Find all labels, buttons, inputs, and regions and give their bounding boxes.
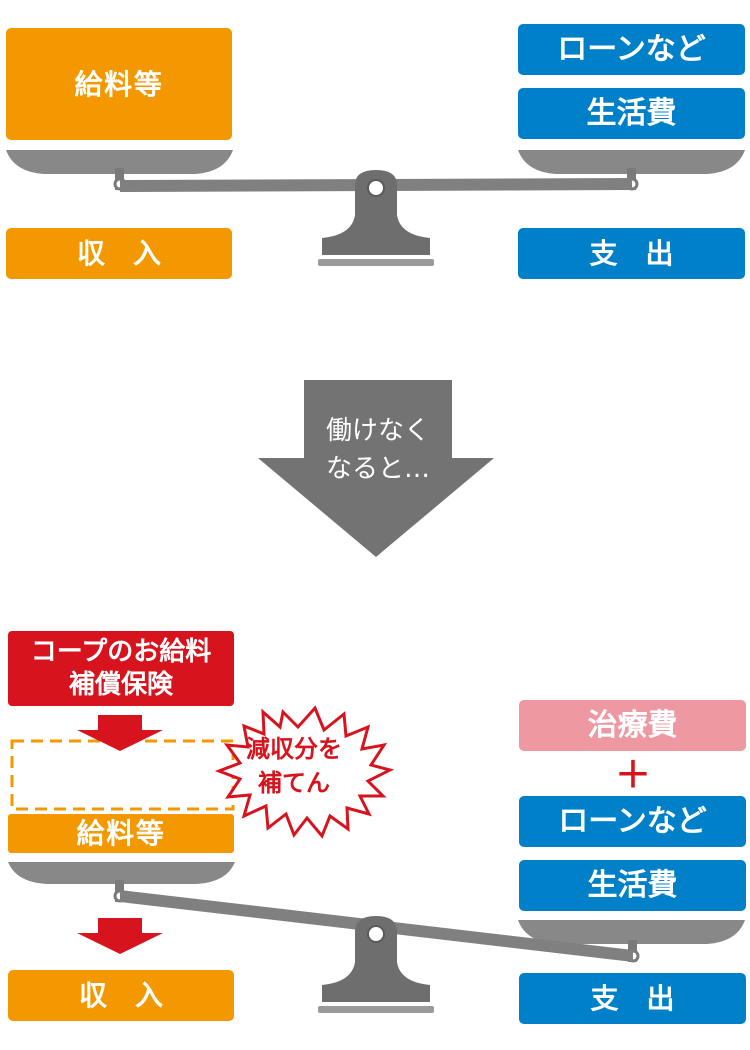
arrow-caption-line1: 働けなく bbox=[325, 416, 430, 446]
bottom-right-pan bbox=[518, 920, 745, 944]
bottom-expense-label: 支 出 bbox=[519, 973, 746, 1024]
compensation-dashed-box bbox=[10, 739, 235, 811]
insurance-line1: コープのお給料 bbox=[30, 637, 212, 667]
insurance-line2: 補償保険 bbox=[68, 669, 173, 700]
arrow-caption: 働けなく なると… bbox=[304, 412, 452, 488]
top-income-label: 収 入 bbox=[6, 228, 232, 279]
burst-line2: 補てん bbox=[258, 769, 330, 797]
starburst-callout bbox=[214, 705, 395, 839]
insurance-down-arrow bbox=[77, 715, 163, 751]
plus-sign: ＋ bbox=[614, 755, 651, 796]
bottom-expense-item-loans: ローンなど bbox=[519, 796, 746, 847]
top-right-pan bbox=[518, 150, 745, 174]
medical-expense-box: 治療費 bbox=[519, 700, 746, 751]
burst-text: 減収分を 補てん bbox=[232, 732, 356, 800]
bottom-stand bbox=[322, 916, 430, 1002]
top-expense-item-living: 生活費 bbox=[518, 88, 745, 139]
top-expense-item-loans: ローンなど bbox=[518, 24, 745, 75]
transition-down-arrow bbox=[258, 380, 494, 557]
bottom-left-pan bbox=[8, 862, 235, 884]
income-down-arrow bbox=[77, 918, 163, 954]
arrow-caption-line2: なると… bbox=[325, 454, 430, 484]
bottom-income-item-box: 給料等 bbox=[8, 814, 234, 853]
top-income-item-box: 給料等 bbox=[6, 28, 232, 140]
bottom-income-label: 収 入 bbox=[8, 970, 234, 1021]
bottom-expense-item-living: 生活費 bbox=[519, 860, 746, 911]
insurance-box: コープのお給料 補償保険 bbox=[8, 631, 234, 706]
top-expense-label: 支 出 bbox=[518, 228, 745, 279]
top-stand bbox=[322, 170, 430, 255]
bottom-balance-scale bbox=[8, 862, 745, 1013]
burst-line1: 減収分を bbox=[246, 735, 342, 763]
top-balance-scale bbox=[6, 150, 745, 266]
top-left-pan bbox=[6, 150, 233, 174]
